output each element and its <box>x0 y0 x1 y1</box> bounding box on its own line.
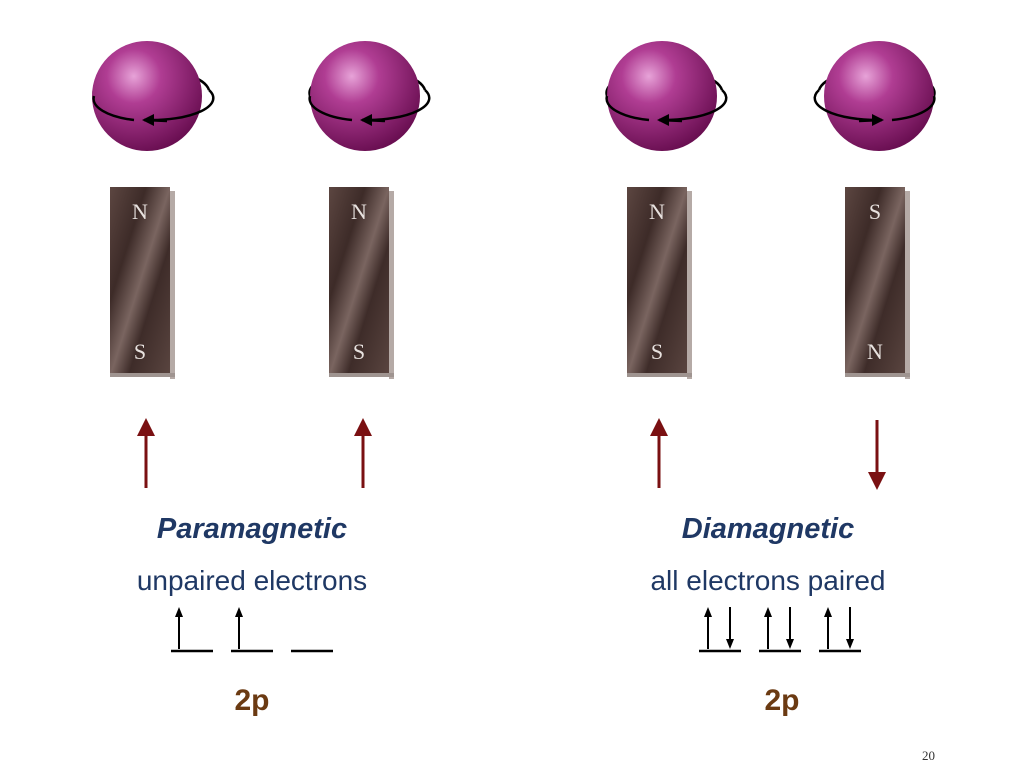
spin-down-arrow-icon <box>786 639 794 649</box>
orbital-box <box>171 607 213 653</box>
paramagnetic-title: Paramagnetic <box>156 513 348 545</box>
field-arrow-up-icon <box>354 418 372 488</box>
spin-down-arrow-icon <box>846 639 854 649</box>
spinning-electron-icon <box>813 41 936 151</box>
north-pole-label: N <box>649 199 665 224</box>
paramagnetic-subtitle: unpaired electrons <box>136 565 368 596</box>
page-number: 20 <box>922 748 935 763</box>
spin-down-arrow-icon <box>726 639 734 649</box>
spinning-electron-icon <box>605 41 728 151</box>
orbital-diagram <box>699 607 861 653</box>
field-arrow-up-icon <box>137 418 155 488</box>
diamagnetic-shell-label: 2p <box>764 684 800 717</box>
spinning-electron-icon <box>308 41 431 151</box>
bar-magnet: S N <box>845 183 911 379</box>
spin-up-arrow-icon <box>764 607 772 617</box>
bar-magnet: N S <box>329 183 395 379</box>
north-pole-label: N <box>132 199 148 224</box>
diamagnetic-title: Diamagnetic <box>681 513 855 545</box>
paramagnetic-shell-label: 2p <box>234 684 270 717</box>
field-arrow-up-icon <box>650 418 668 488</box>
spin-up-arrow-icon <box>235 607 243 617</box>
orbital-box <box>699 607 741 653</box>
south-pole-label: S <box>352 339 366 364</box>
field-arrow-down-icon <box>868 420 886 490</box>
bar-magnet: N S <box>110 183 176 379</box>
south-pole-label: S <box>133 339 147 364</box>
orbital-box <box>231 607 273 653</box>
spinning-electron-icon <box>92 41 215 151</box>
bar-magnet: N S <box>627 183 693 379</box>
diamagnetic-subtitle: all electrons paired <box>650 565 886 596</box>
spin-up-arrow-icon <box>824 607 832 617</box>
orbital-box <box>759 607 801 653</box>
orbital-diagram <box>171 607 333 653</box>
spin-up-arrow-icon <box>704 607 712 617</box>
south-pole-label: S <box>868 199 882 224</box>
north-pole-label: N <box>351 199 367 224</box>
north-pole-label: N <box>867 339 883 364</box>
south-pole-label: S <box>650 339 664 364</box>
spin-up-arrow-icon <box>175 607 183 617</box>
orbital-box <box>819 607 861 653</box>
